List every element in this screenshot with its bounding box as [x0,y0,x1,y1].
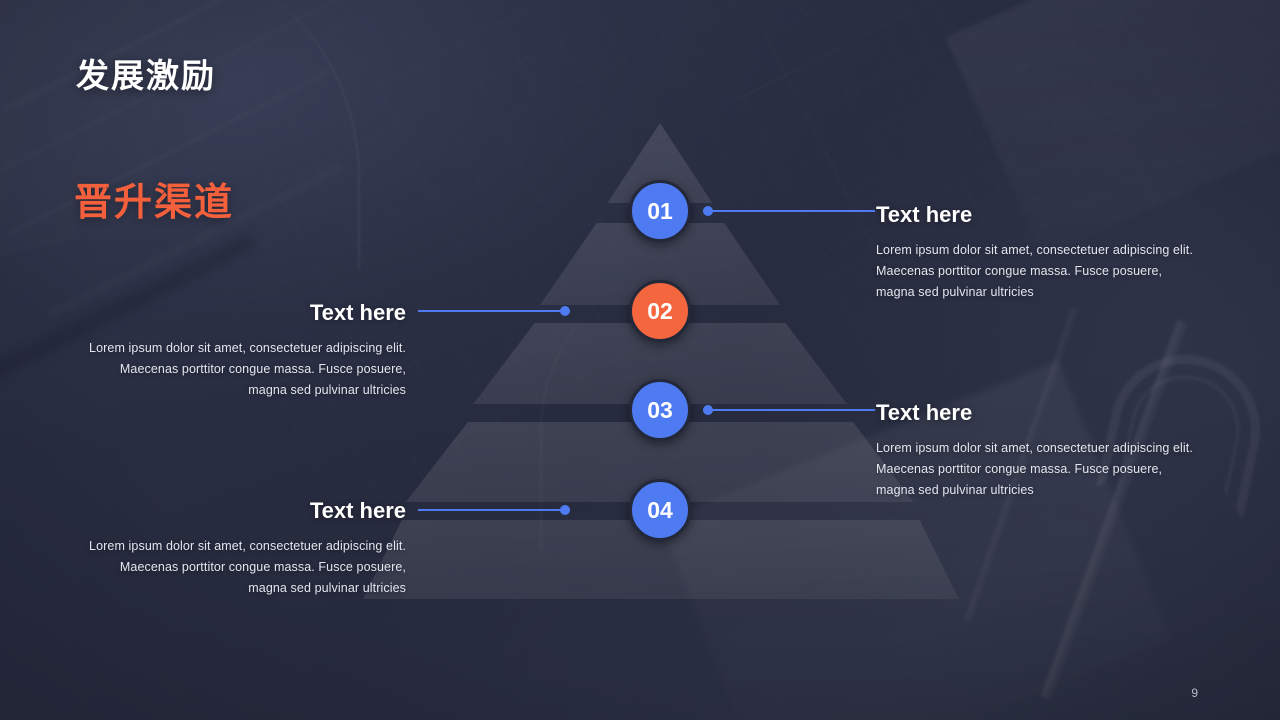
text-block-body: Lorem ipsum dolor sit amet, consectetuer… [89,341,406,398]
page-title: 发展激励 [76,57,216,94]
text-block-body: Lorem ipsum dolor sit amet, consectetuer… [876,441,1193,498]
connector-line-03 [703,405,875,415]
connector-dot [703,405,713,415]
connector-stroke [418,509,570,511]
pyramid-node-04[interactable]: 04 [629,479,691,541]
page-number: 9 [1191,686,1198,700]
text-block-02: Text here Lorem ipsum dolor sit amet, co… [86,300,406,401]
text-block-03: Text here Lorem ipsum dolor sit amet, co… [876,400,1194,501]
text-block-body: Lorem ipsum dolor sit amet, consectetuer… [876,243,1193,300]
connector-stroke [703,210,875,212]
text-block-heading: Text here [876,202,973,227]
text-block-heading: Text here [876,400,973,425]
connector-dot [560,306,570,316]
connector-line-04 [418,505,570,515]
connector-stroke [703,409,875,411]
pyramid-node-02[interactable]: 02 [629,280,691,342]
text-block-heading: Text here [309,498,406,523]
text-block-04: Text here Lorem ipsum dolor sit amet, co… [86,498,406,599]
section-subtitle: 晋升渠道 [74,182,235,224]
text-block-01: Text here Lorem ipsum dolor sit amet, co… [876,202,1194,303]
text-block-body: Lorem ipsum dolor sit amet, consectetuer… [89,539,406,596]
pyramid-node-03[interactable]: 03 [629,379,691,441]
connector-line-01 [703,206,875,216]
connector-dot [703,206,713,216]
connector-dot [560,505,570,515]
connector-stroke [418,310,570,312]
pyramid-node-01[interactable]: 01 [629,180,691,242]
connector-line-02 [418,306,570,316]
text-block-heading: Text here [309,300,406,325]
